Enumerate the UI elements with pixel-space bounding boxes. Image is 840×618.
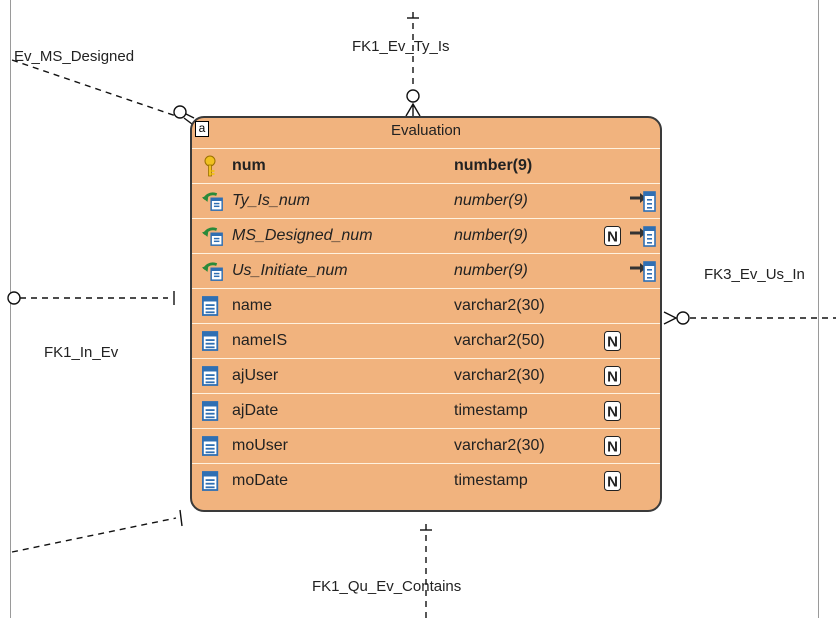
line-ev-ms-designed [11, 59, 177, 117]
column-icon [202, 435, 222, 457]
nullable-n-icon: N [604, 226, 621, 246]
nullable-n-icon: N [604, 401, 621, 421]
column-row-modate[interactable]: moDate timestamp N [192, 463, 660, 498]
primary-key-icon [202, 155, 222, 177]
line-bottom-left [11, 517, 177, 553]
canvas-right-border [818, 0, 819, 618]
column-name: Ty_Is_num [232, 192, 310, 209]
column-row-ms-designed-num[interactable]: MS_Designed_num number(9) N [192, 218, 660, 253]
column-name: ajDate [232, 402, 279, 419]
column-name: ajUser [232, 367, 279, 384]
rel-label-ev-ms-designed: Ev_MS_Designed [14, 48, 135, 65]
column-icon [202, 365, 222, 387]
column-row-ajuser[interactable]: ajUser varchar2(30) N [192, 358, 660, 393]
rel-label-fk1-qu-ev-contains: FK1_Qu_Ev_Contains [312, 578, 462, 595]
column-icon [202, 470, 222, 492]
column-name: name [232, 297, 273, 314]
column-type: number(9) [454, 192, 528, 209]
column-icon [202, 295, 222, 317]
crowfoot-ty [405, 102, 421, 117]
crowfoot-us [663, 311, 678, 325]
column-row-nameis[interactable]: nameIS varchar2(50) N [192, 323, 660, 358]
column-type: varchar2(30) [454, 297, 545, 314]
rel-label-fk3-ev-us-in: FK3_Ev_Us_In [704, 266, 805, 283]
foreign-key-icon [202, 190, 223, 212]
svg-text:N: N [607, 404, 618, 421]
column-type: varchar2(30) [454, 437, 545, 454]
svg-text:N: N [607, 474, 618, 491]
column-type: number(9) [454, 262, 528, 279]
optional-circle-ms [173, 105, 187, 119]
column-icon [202, 330, 222, 352]
rel-label-fk1-ev-ty-is: FK1_Ev_Ty_Is [352, 38, 450, 55]
optional-circle-us [676, 311, 690, 325]
column-name: MS_Designed_num [232, 227, 373, 244]
column-type: timestamp [454, 472, 528, 489]
optional-circle-in [7, 291, 21, 305]
column-type: varchar2(30) [454, 367, 545, 384]
column-name: nameIS [232, 332, 288, 349]
entity-type-marker: a [195, 121, 209, 137]
foreign-key-reference-icon [630, 260, 656, 282]
column-row-mouser[interactable]: moUser varchar2(30) N [192, 428, 660, 463]
column-icon [202, 400, 222, 422]
optional-circle-ty [406, 89, 420, 103]
nullable-n-icon: N [604, 366, 621, 386]
svg-text:N: N [607, 439, 618, 456]
column-row-name[interactable]: name varchar2(30) [192, 288, 660, 323]
foreign-key-icon [202, 260, 223, 282]
svg-text:N: N [607, 229, 618, 246]
tick-bottom-left [179, 509, 183, 527]
column-type: number(9) [454, 227, 528, 244]
svg-text:N: N [607, 334, 618, 351]
column-name: moDate [232, 472, 289, 489]
column-name: moUser [232, 437, 289, 454]
column-name: num [232, 157, 266, 174]
foreign-key-icon [202, 225, 223, 247]
column-row-us-initiate-num[interactable]: Us_Initiate_num number(9) [192, 253, 660, 288]
nullable-n-icon: N [604, 331, 621, 351]
column-row-ajdate[interactable]: ajDate timestamp N [192, 393, 660, 428]
foreign-key-reference-icon [630, 190, 656, 212]
nullable-n-icon: N [604, 471, 621, 491]
column-row-ty-is-num[interactable]: Ty_Is_num number(9) [192, 183, 660, 218]
column-type: varchar2(50) [454, 332, 545, 349]
svg-text:N: N [607, 369, 618, 386]
rel-label-fk1-in-ev: FK1_In_Ev [44, 344, 119, 361]
column-type: timestamp [454, 402, 528, 419]
entity-title: Evaluation [390, 122, 462, 139]
column-name: Us_Initiate_num [232, 262, 348, 279]
column-type: number(9) [454, 157, 533, 174]
column-row-num[interactable]: num number(9) [192, 148, 660, 183]
foreign-key-reference-icon [630, 225, 656, 247]
canvas-left-border [10, 0, 11, 618]
nullable-n-icon: N [604, 436, 621, 456]
